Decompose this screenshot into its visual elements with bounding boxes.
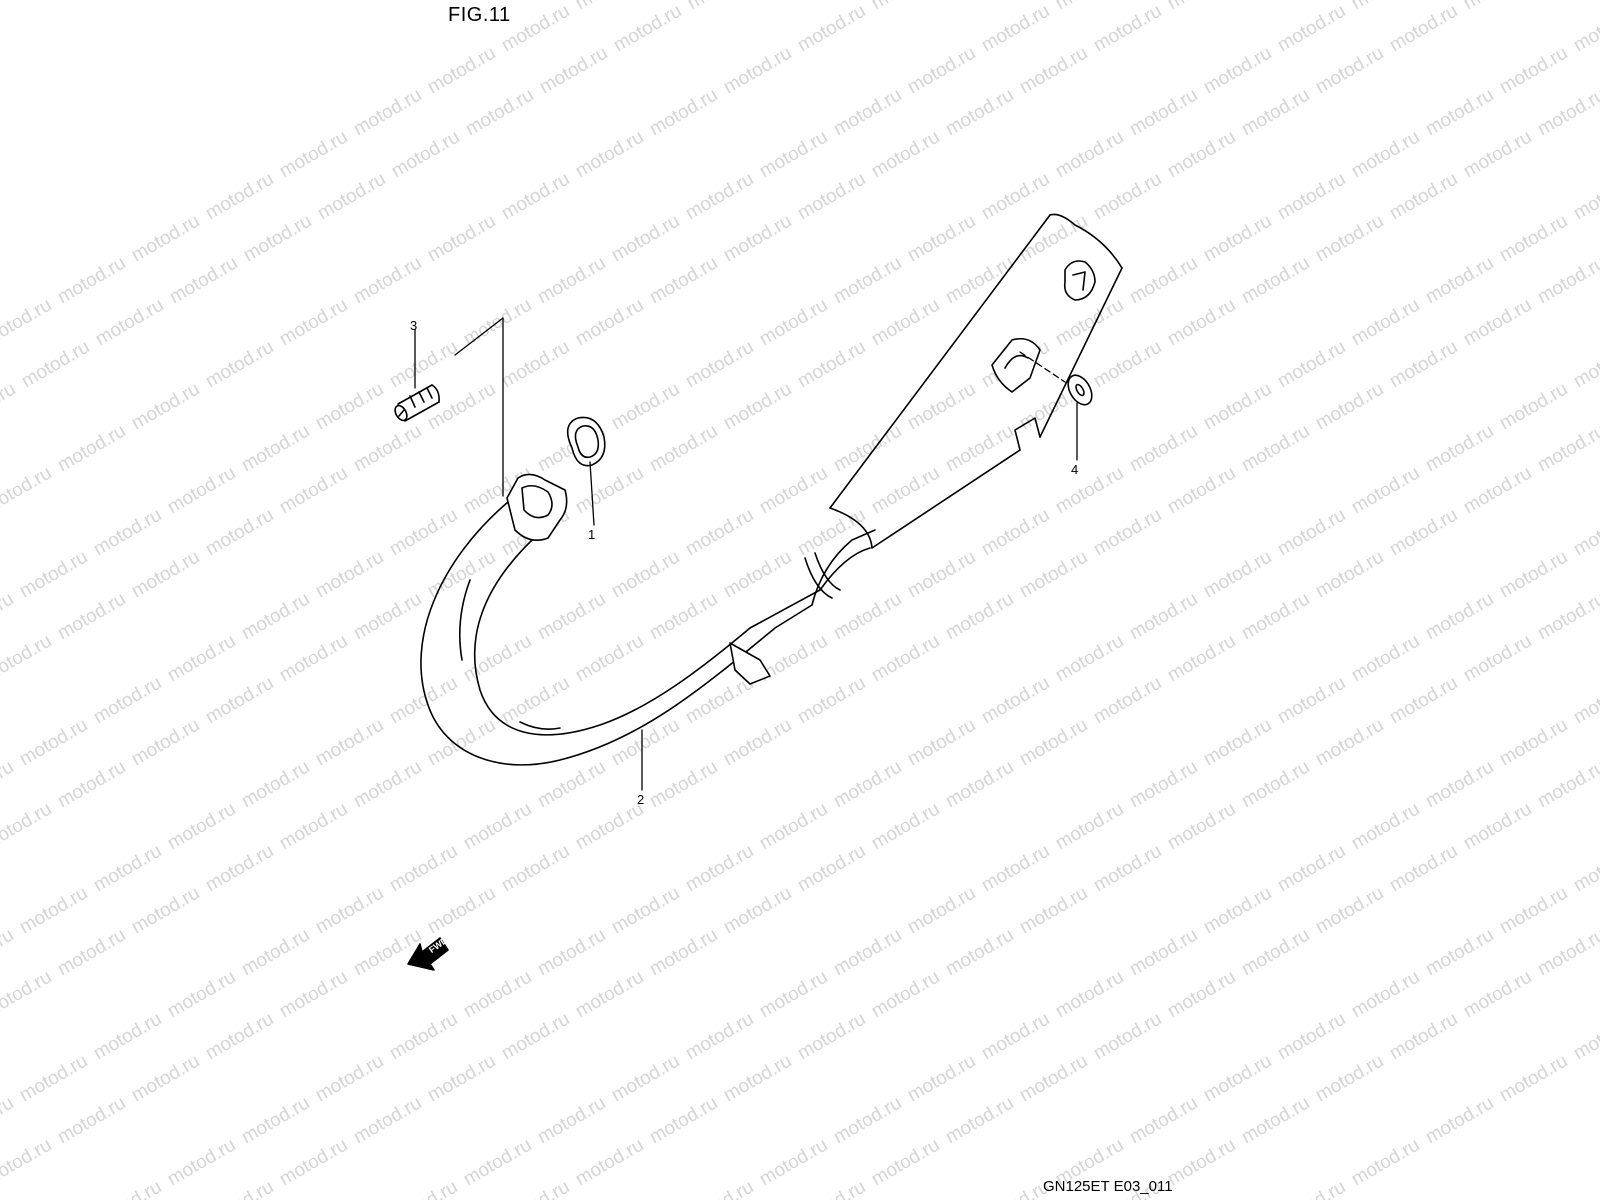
leader-lines: [414, 317, 1078, 791]
callout-3: 3: [410, 318, 418, 333]
fwd-arrow-icon: [407, 937, 449, 971]
exhaust-pipe-part: [420, 213, 1123, 766]
diagram-code: GN125ET E03_011: [1043, 1178, 1173, 1195]
callout-2: 2: [637, 792, 645, 807]
gasket-part: [566, 416, 606, 467]
callout-1: 1: [588, 527, 596, 542]
washer-part: [1067, 374, 1093, 406]
callout-4: 4: [1071, 462, 1079, 477]
bolt-part: [394, 384, 440, 422]
figure-title: FIG.11: [448, 4, 511, 26]
